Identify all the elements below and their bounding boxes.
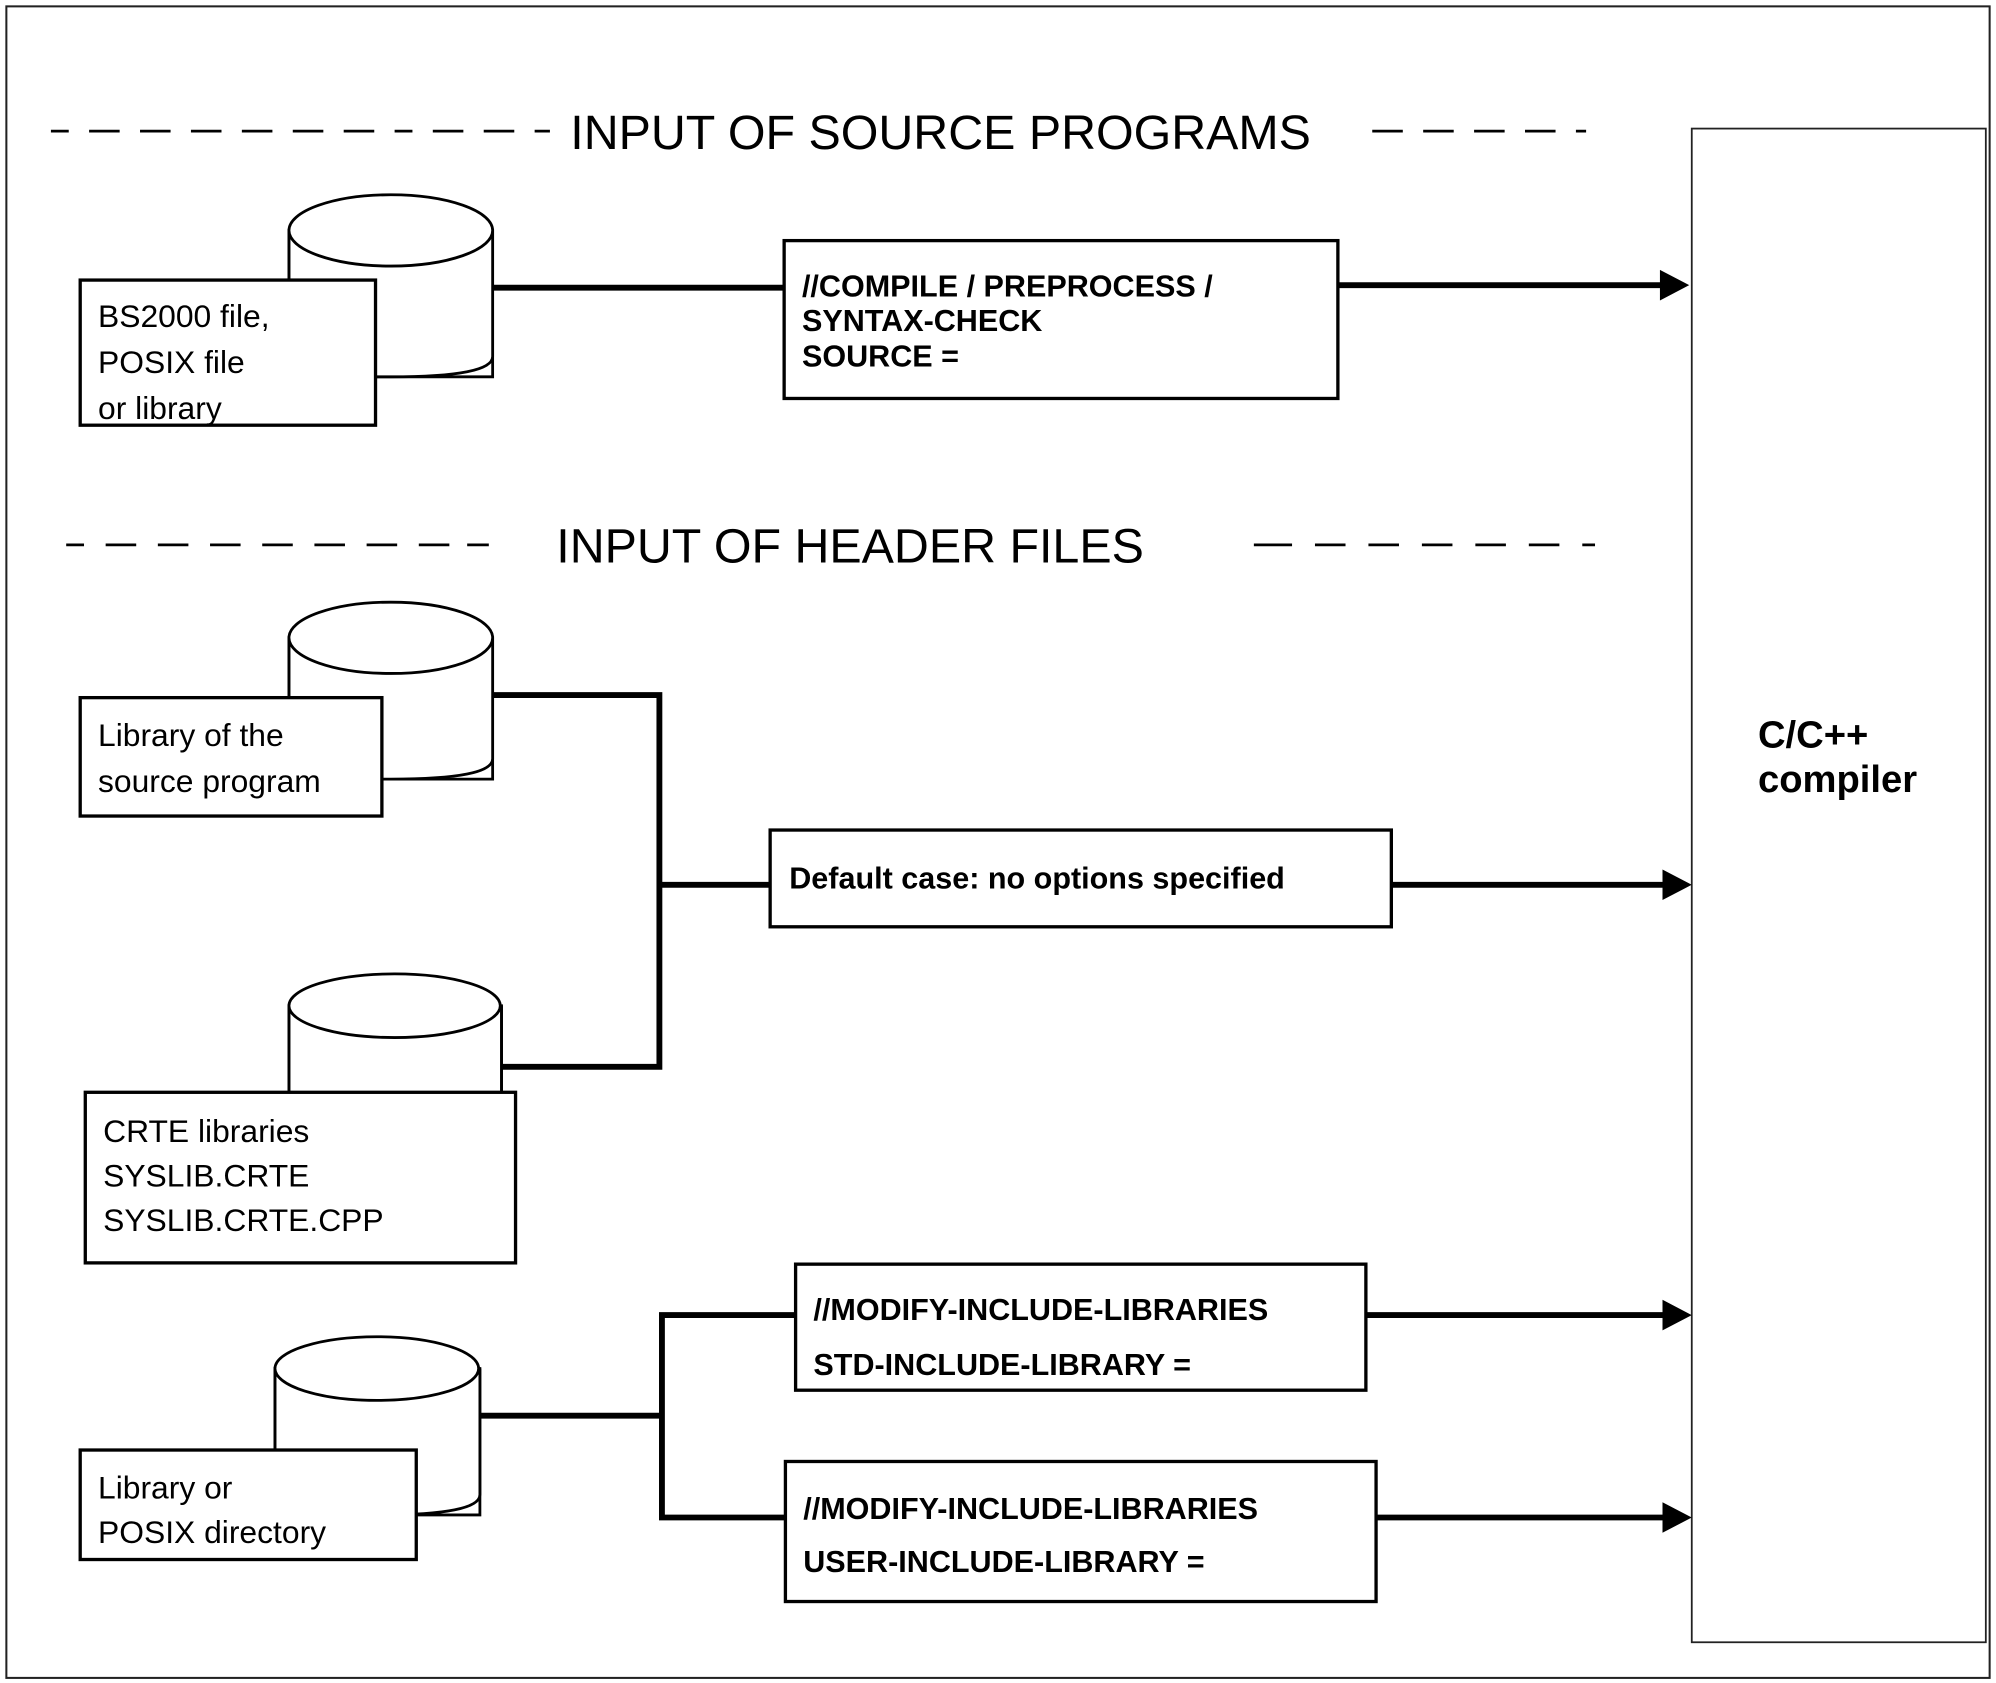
connector-header-bus (492, 692, 663, 1070)
source-node-source-program-library: Library of the source program (78, 600, 495, 818)
command-box (793, 1262, 1368, 1392)
source-label-line: SYSLIB.CRTE.CPP (103, 1202, 384, 1238)
arrowhead-icon (1662, 869, 1692, 901)
source-node-bs2000: BS2000 file, POSIX file or library (78, 193, 495, 427)
command-line: //MODIFY-INCLUDE-LIBRARIES (803, 1492, 1258, 1526)
source-label-line: BS2000 file, (98, 298, 270, 334)
source-node-library-or-posix-directory: Library or POSIX directory (78, 1335, 482, 1562)
compiler-node: C/C++ compiler (1690, 127, 1987, 1644)
heading-header-files: INPUT OF HEADER FILES (556, 520, 1144, 574)
heading-source-programs: INPUT OF SOURCE PROGRAMS (570, 106, 1311, 160)
command-line: Default case: no options specified (789, 862, 1285, 896)
source-label-box (78, 1448, 418, 1562)
source-label-line: Library or (98, 1469, 233, 1505)
compiler-label-line-1: C/C++ (1758, 713, 1868, 756)
command-node-compile: //COMPILE / PREPROCESS / SYNTAX-CHECK SO… (782, 238, 1340, 401)
source-label-box (78, 695, 384, 818)
connector-include-bus (659, 1312, 796, 1521)
heading-header-files-group: INPUT OF HEADER FILES (66, 520, 1632, 574)
command-line: //MODIFY-INCLUDE-LIBRARIES (813, 1293, 1268, 1327)
source-label-line: or library (98, 390, 222, 426)
heading-source-programs-group: INPUT OF SOURCE PROGRAMS (50, 106, 1607, 160)
arrowhead-icon (1662, 1502, 1692, 1533)
source-label-box (78, 278, 378, 427)
command-node-default-case: Default case: no options specified (768, 828, 1393, 929)
source-label-line: Library of the (98, 717, 284, 753)
source-label-line: SYSLIB.CRTE (103, 1158, 309, 1194)
command-line: //COMPILE / PREPROCESS / (802, 270, 1213, 304)
source-label-line: CRTE libraries (103, 1113, 309, 1149)
arrowhead-icon (1659, 269, 1690, 301)
command-line: SOURCE = (802, 340, 959, 374)
source-label-box (83, 1090, 518, 1265)
command-box (768, 828, 1393, 929)
command-line: SYNTAX-CHECK (802, 304, 1042, 338)
source-label-line: source program (98, 763, 321, 799)
compiler-box (1690, 127, 1987, 1644)
source-label-line: POSIX directory (98, 1514, 326, 1550)
command-node-std-include-library: //MODIFY-INCLUDE-LIBRARIES STD-INCLUDE-L… (793, 1262, 1368, 1392)
compiler-label-line-2: compiler (1758, 758, 1917, 801)
command-node-user-include-library: //MODIFY-INCLUDE-LIBRARIES USER-INCLUDE-… (783, 1459, 1378, 1604)
arrowhead-icon (1662, 1299, 1692, 1331)
database-cylinder-icon (287, 972, 503, 1109)
command-line: USER-INCLUDE-LIBRARY = (803, 1545, 1204, 1579)
command-box (782, 238, 1340, 401)
command-box (783, 1459, 1378, 1604)
source-node-crte-libraries: CRTE libraries SYSLIB.CRTE SYSLIB.CRTE.C… (83, 972, 518, 1265)
source-label-line: POSIX file (98, 344, 245, 380)
command-line: STD-INCLUDE-LIBRARY = (813, 1348, 1191, 1382)
